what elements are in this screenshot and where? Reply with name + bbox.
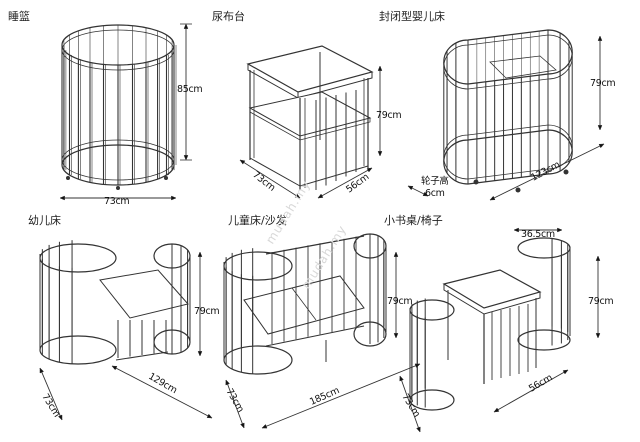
dim-eb-wheel: 轮子高 6cm [421,176,449,199]
title-changing-table: 尿布台 [212,10,245,23]
enclosed-bed-drawing [443,29,573,193]
title-desk-chair: 小书桌/椅子 [384,214,443,227]
dim-eb-height: 79cm [590,78,616,89]
dimension-lines [39,23,605,433]
changing-table-drawing [246,45,374,190]
dim-ct-height: 79cm [376,110,402,121]
dim-tb-height: 79cm [194,306,220,317]
title-enclosed-bed: 封闭型婴儿床 [379,10,445,23]
title-kids-bed-sofa: 儿童床/沙发 [228,214,287,227]
title-crib: 睡篮 [8,10,30,23]
kids-bed-drawing [223,233,387,375]
desk-chair-drawing [409,237,571,411]
dim-dc-height: 79cm [588,296,614,307]
toddler-bed-drawing [39,240,191,365]
title-toddler-bed: 幼儿床 [28,214,61,227]
dim-dc-seat: 36.5cm [521,229,555,240]
crib-drawing [61,24,177,190]
dim-crib-height: 85cm [177,84,203,95]
dim-kb-height: 79cm [387,296,413,307]
dim-crib-width: 73cm [104,196,130,207]
